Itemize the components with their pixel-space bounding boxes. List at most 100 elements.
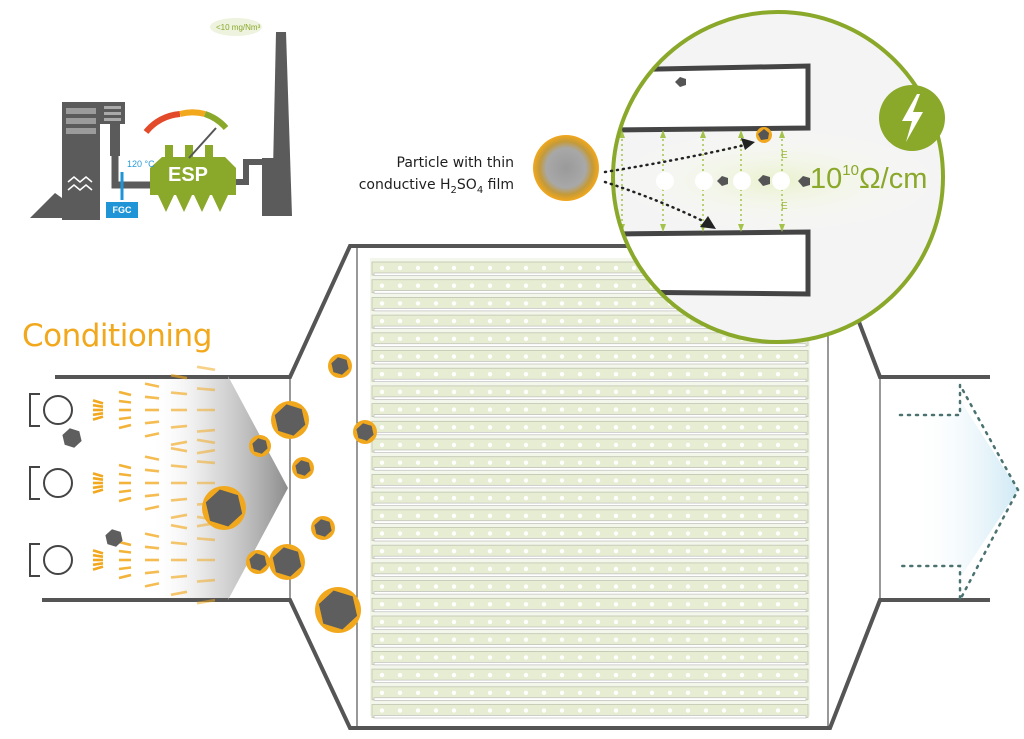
discharge-point xyxy=(613,354,619,359)
spray-droplet xyxy=(92,562,104,567)
discharge-point xyxy=(739,637,745,642)
discharge-point xyxy=(613,265,619,271)
discharge-point xyxy=(595,495,601,501)
discharge-point xyxy=(541,602,547,607)
discharge-point xyxy=(685,655,691,660)
discharge-point xyxy=(469,407,475,412)
discharge-point xyxy=(505,478,511,483)
discharge-point xyxy=(793,425,799,430)
discharge-point xyxy=(757,619,763,625)
discharge-point xyxy=(721,672,727,678)
spray-droplet xyxy=(92,549,104,555)
discharge-point xyxy=(577,513,583,518)
discharge-point xyxy=(469,495,475,501)
discharge-point xyxy=(577,425,583,430)
discharge-point xyxy=(397,478,403,483)
plate-edge xyxy=(373,485,807,489)
discharge-point xyxy=(631,336,637,341)
discharge-point xyxy=(631,265,637,271)
discharge-point xyxy=(469,513,475,518)
spray-droplet xyxy=(92,403,104,408)
discharge-point xyxy=(667,549,673,554)
discharge-point xyxy=(793,460,799,465)
discharge-point xyxy=(433,690,439,695)
discharge-point xyxy=(703,495,709,501)
discharge-point xyxy=(667,478,673,483)
spray-droplet xyxy=(196,537,216,542)
discharge-point xyxy=(433,372,439,377)
discharge-point xyxy=(685,372,691,377)
plate-edge xyxy=(373,591,807,595)
discharge-point xyxy=(379,655,385,660)
discharge-point xyxy=(757,549,763,554)
discharge-point xyxy=(739,602,745,607)
dust-particle xyxy=(62,428,82,448)
discharge-point xyxy=(559,389,565,395)
fgc-label: FGC xyxy=(106,202,138,218)
discharge-point xyxy=(451,584,457,589)
discharge-point xyxy=(559,318,565,324)
discharge-point xyxy=(505,672,511,678)
discharge-point xyxy=(757,407,763,412)
discharge-point xyxy=(541,478,547,483)
discharge-point xyxy=(523,425,529,430)
discharge-point xyxy=(379,566,385,572)
discharge-point xyxy=(433,442,439,448)
discharge-point xyxy=(505,690,511,695)
discharge-point xyxy=(559,531,565,536)
discharge-point xyxy=(397,513,403,518)
discharge-point xyxy=(559,690,565,695)
discharge-point xyxy=(523,265,529,271)
particle-core xyxy=(356,423,374,441)
discharge-point xyxy=(775,566,781,572)
discharge-point xyxy=(433,407,439,412)
discharge-point xyxy=(613,425,619,430)
discharge-point xyxy=(415,566,421,572)
discharge-point xyxy=(775,619,781,625)
discharge-point xyxy=(523,478,529,483)
particle-core xyxy=(272,547,302,577)
discharge-point xyxy=(631,584,637,589)
discharge-point xyxy=(433,619,439,625)
discharge-point xyxy=(721,708,727,713)
particle-label-line2: conductive H2SO4 film xyxy=(359,174,514,202)
discharge-point xyxy=(433,584,439,589)
discharge-point xyxy=(433,336,439,341)
discharge-point xyxy=(739,478,745,483)
discharge-point xyxy=(487,531,493,536)
discharge-point xyxy=(505,708,511,713)
plate-edge xyxy=(373,555,807,560)
discharge-point xyxy=(469,566,475,572)
discharge-point xyxy=(739,655,745,660)
discharge-point xyxy=(703,690,709,695)
discharge-point xyxy=(793,513,799,518)
field-arrow-down xyxy=(660,224,666,232)
spray-droplet xyxy=(170,590,188,597)
field-arrow-up xyxy=(738,130,744,138)
discharge-point xyxy=(703,372,709,377)
discharge-point xyxy=(793,549,799,554)
particle-icon xyxy=(292,457,314,479)
plate-edge xyxy=(373,662,807,666)
spray-droplet xyxy=(92,488,104,494)
discharge-point xyxy=(433,708,439,713)
discharge-point xyxy=(649,602,655,607)
discharge-point xyxy=(721,407,727,412)
discharge-point xyxy=(631,637,637,642)
discharge-point xyxy=(757,478,763,483)
discharge-point xyxy=(559,708,565,713)
discharge-point xyxy=(505,407,511,412)
spray-droplet xyxy=(92,415,104,421)
discharge-point xyxy=(649,655,655,660)
discharge-point xyxy=(451,265,457,271)
spray-droplet xyxy=(144,382,160,388)
discharge-point xyxy=(469,619,475,625)
discharge-point xyxy=(451,655,457,660)
discharge-point xyxy=(451,318,457,324)
spray-droplet xyxy=(92,565,104,571)
discharge-point xyxy=(523,584,529,589)
discharge-point xyxy=(379,584,385,589)
plant-schematic xyxy=(30,18,292,220)
discharge-point xyxy=(559,354,565,359)
discharge-point xyxy=(487,584,493,589)
